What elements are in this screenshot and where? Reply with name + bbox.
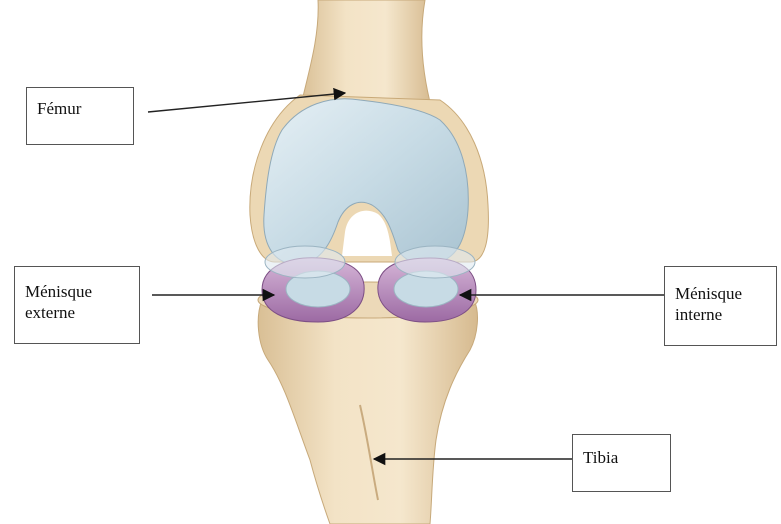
menisque-externe-label-line1: Ménisque <box>25 281 129 302</box>
femur-label: Fémur <box>37 98 123 119</box>
menisque-interne-label-line1: Ménisque <box>675 283 766 304</box>
menisque-externe-label-line2: externe <box>25 302 129 323</box>
tibia-bone <box>258 300 477 524</box>
lateral-condyle-overlay <box>265 246 345 278</box>
menisque-interne-label-line2: interne <box>675 304 766 325</box>
femur-shaft <box>300 0 432 110</box>
menisque-externe-label-box: Ménisque externe <box>14 266 140 344</box>
menisque-interne-label-box: Ménisque interne <box>664 266 777 346</box>
tibia-label: Tibia <box>583 447 660 468</box>
femur-label-box: Fémur <box>26 87 134 145</box>
medial-condyle-overlay <box>395 246 475 278</box>
tibia-label-box: Tibia <box>572 434 671 492</box>
